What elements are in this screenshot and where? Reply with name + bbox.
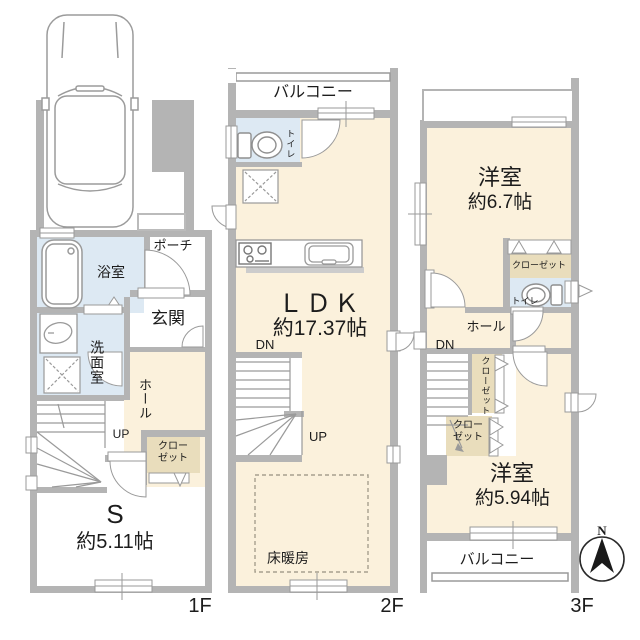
wall: [284, 411, 304, 417]
label-closet3-3f-line2: ゼット: [453, 431, 483, 443]
label-closet3-3f: クロー ゼット: [445, 420, 491, 443]
label-ldk-name: ＬＤＫ: [277, 290, 362, 318]
wall: [228, 586, 398, 593]
label-floor-3f: 3F: [570, 595, 594, 617]
label-bedroom1-size: 約6.7帖: [467, 192, 533, 213]
label-toilet-3f: トイレ: [511, 296, 539, 306]
label-closet-1f-line2: ゼット: [158, 452, 188, 464]
car-icon: [41, 14, 139, 228]
label-bathroom: 浴室: [97, 264, 125, 280]
label-balcony-2f: バルコニー: [273, 84, 353, 101]
wall: [205, 230, 212, 593]
parking-wall: [36, 100, 44, 230]
label-dn-2f: DN: [255, 337, 275, 352]
wall: [503, 238, 510, 311]
label-bedroom1-name: 洋室: [477, 165, 522, 190]
label-floor-1f: 1F: [188, 595, 212, 617]
wall: [228, 68, 236, 593]
wall: [543, 307, 571, 313]
wall: [543, 348, 571, 354]
wall: [420, 348, 516, 354]
wall: [228, 110, 398, 118]
balcony-railing-2f: [235, 72, 391, 82]
label-storage-size: 約5.11帖: [76, 531, 154, 553]
wall: [236, 162, 302, 167]
room-closet-1f: [147, 437, 200, 473]
label-closet3-3f-line1: クロー: [453, 420, 483, 431]
room-hall-3f: [427, 313, 510, 348]
label-closet-1f: クロー ゼット: [147, 441, 199, 464]
label-bedroom2-name: 洋室: [489, 461, 534, 486]
compass-icon: [579, 536, 625, 582]
label-closet1-3f: クローゼット: [511, 260, 566, 270]
room-bedroom2-3f: [427, 456, 571, 533]
label-closet2-3f: クローゼット: [480, 356, 491, 416]
wall: [571, 78, 579, 593]
small-door-arc: [577, 393, 597, 413]
wall: [30, 487, 107, 493]
wall: [30, 395, 124, 401]
stairs-area-2f: [236, 358, 302, 455]
label-dn-3f: DN: [435, 337, 455, 352]
label-floor-2f: 2F: [380, 595, 404, 617]
label-balcony-3f: バルコニー: [459, 551, 535, 568]
wall: [420, 533, 571, 541]
label-storage-name: S: [106, 499, 124, 529]
label-toilet-2f: トイレ: [285, 129, 296, 159]
wall: [141, 430, 205, 437]
porch-door-arc: [144, 249, 191, 296]
side-door-arc: [395, 332, 415, 352]
label-entrance: 玄関: [151, 309, 185, 328]
wall: [124, 297, 130, 400]
label-compass-north: N: [597, 523, 607, 538]
wall: [465, 307, 511, 313]
wall: [420, 128, 427, 593]
wall: [37, 307, 124, 313]
parking-wall: [152, 100, 184, 172]
label-floor-heating: 床暖房: [267, 550, 309, 566]
front-door-arc: [181, 325, 204, 348]
wall: [130, 347, 205, 352]
label-closet-1f-line1: クロー: [158, 441, 188, 452]
wall: [228, 352, 302, 358]
wall: [420, 120, 571, 128]
balcony-railing-3f: [431, 572, 569, 582]
wall: [30, 586, 212, 593]
label-ldk-size: 約17.37帖: [272, 317, 368, 340]
wall: [130, 290, 205, 297]
parking-wall: [184, 100, 194, 230]
room-closet1-3f: [510, 252, 571, 278]
wall: [30, 237, 37, 593]
label-washroom: 洗面室: [89, 339, 106, 385]
label-up-1f: UP: [112, 427, 130, 441]
wall: [420, 455, 447, 485]
label-up-2f: UP: [308, 429, 328, 444]
wall: [228, 455, 302, 462]
label-hall-3f: ホール: [466, 319, 506, 334]
label-hall-1f: ホール: [136, 378, 152, 420]
roof-void-area: [422, 89, 574, 123]
label-porch: ポーチ: [153, 238, 193, 253]
porch-step: [137, 213, 186, 231]
label-bedroom2-size: 約5.94帖: [475, 488, 550, 509]
wall: [105, 455, 113, 462]
wall: [30, 230, 212, 237]
stairs-1f: [36, 401, 106, 488]
wall: [468, 353, 472, 415]
room-washroom-1f: [37, 313, 124, 395]
faucet-mark: [578, 284, 594, 298]
